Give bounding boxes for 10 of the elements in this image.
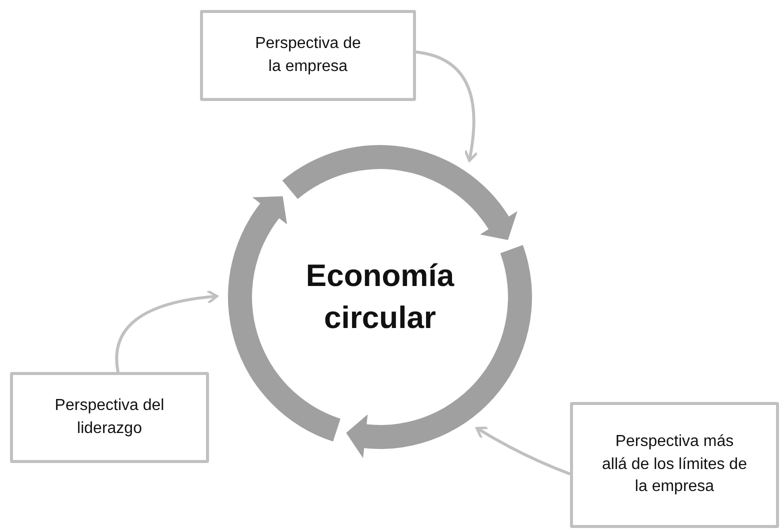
curved-arrow bbox=[115, 290, 218, 372]
perspective-label: Perspectiva del liderazgo bbox=[54, 396, 166, 438]
hub-title: Economía circular bbox=[304, 257, 456, 337]
perspective-box bbox=[10, 372, 209, 463]
perspective-box bbox=[200, 10, 416, 101]
curved-arrow bbox=[476, 426, 571, 476]
perspective-label: Perspectiva más allá de los límites de la empresa bbox=[602, 432, 747, 498]
perspective-label: Perspectiva de la empresa bbox=[254, 34, 362, 76]
curved-arrow bbox=[416, 50, 478, 162]
perspective-box bbox=[570, 402, 779, 528]
